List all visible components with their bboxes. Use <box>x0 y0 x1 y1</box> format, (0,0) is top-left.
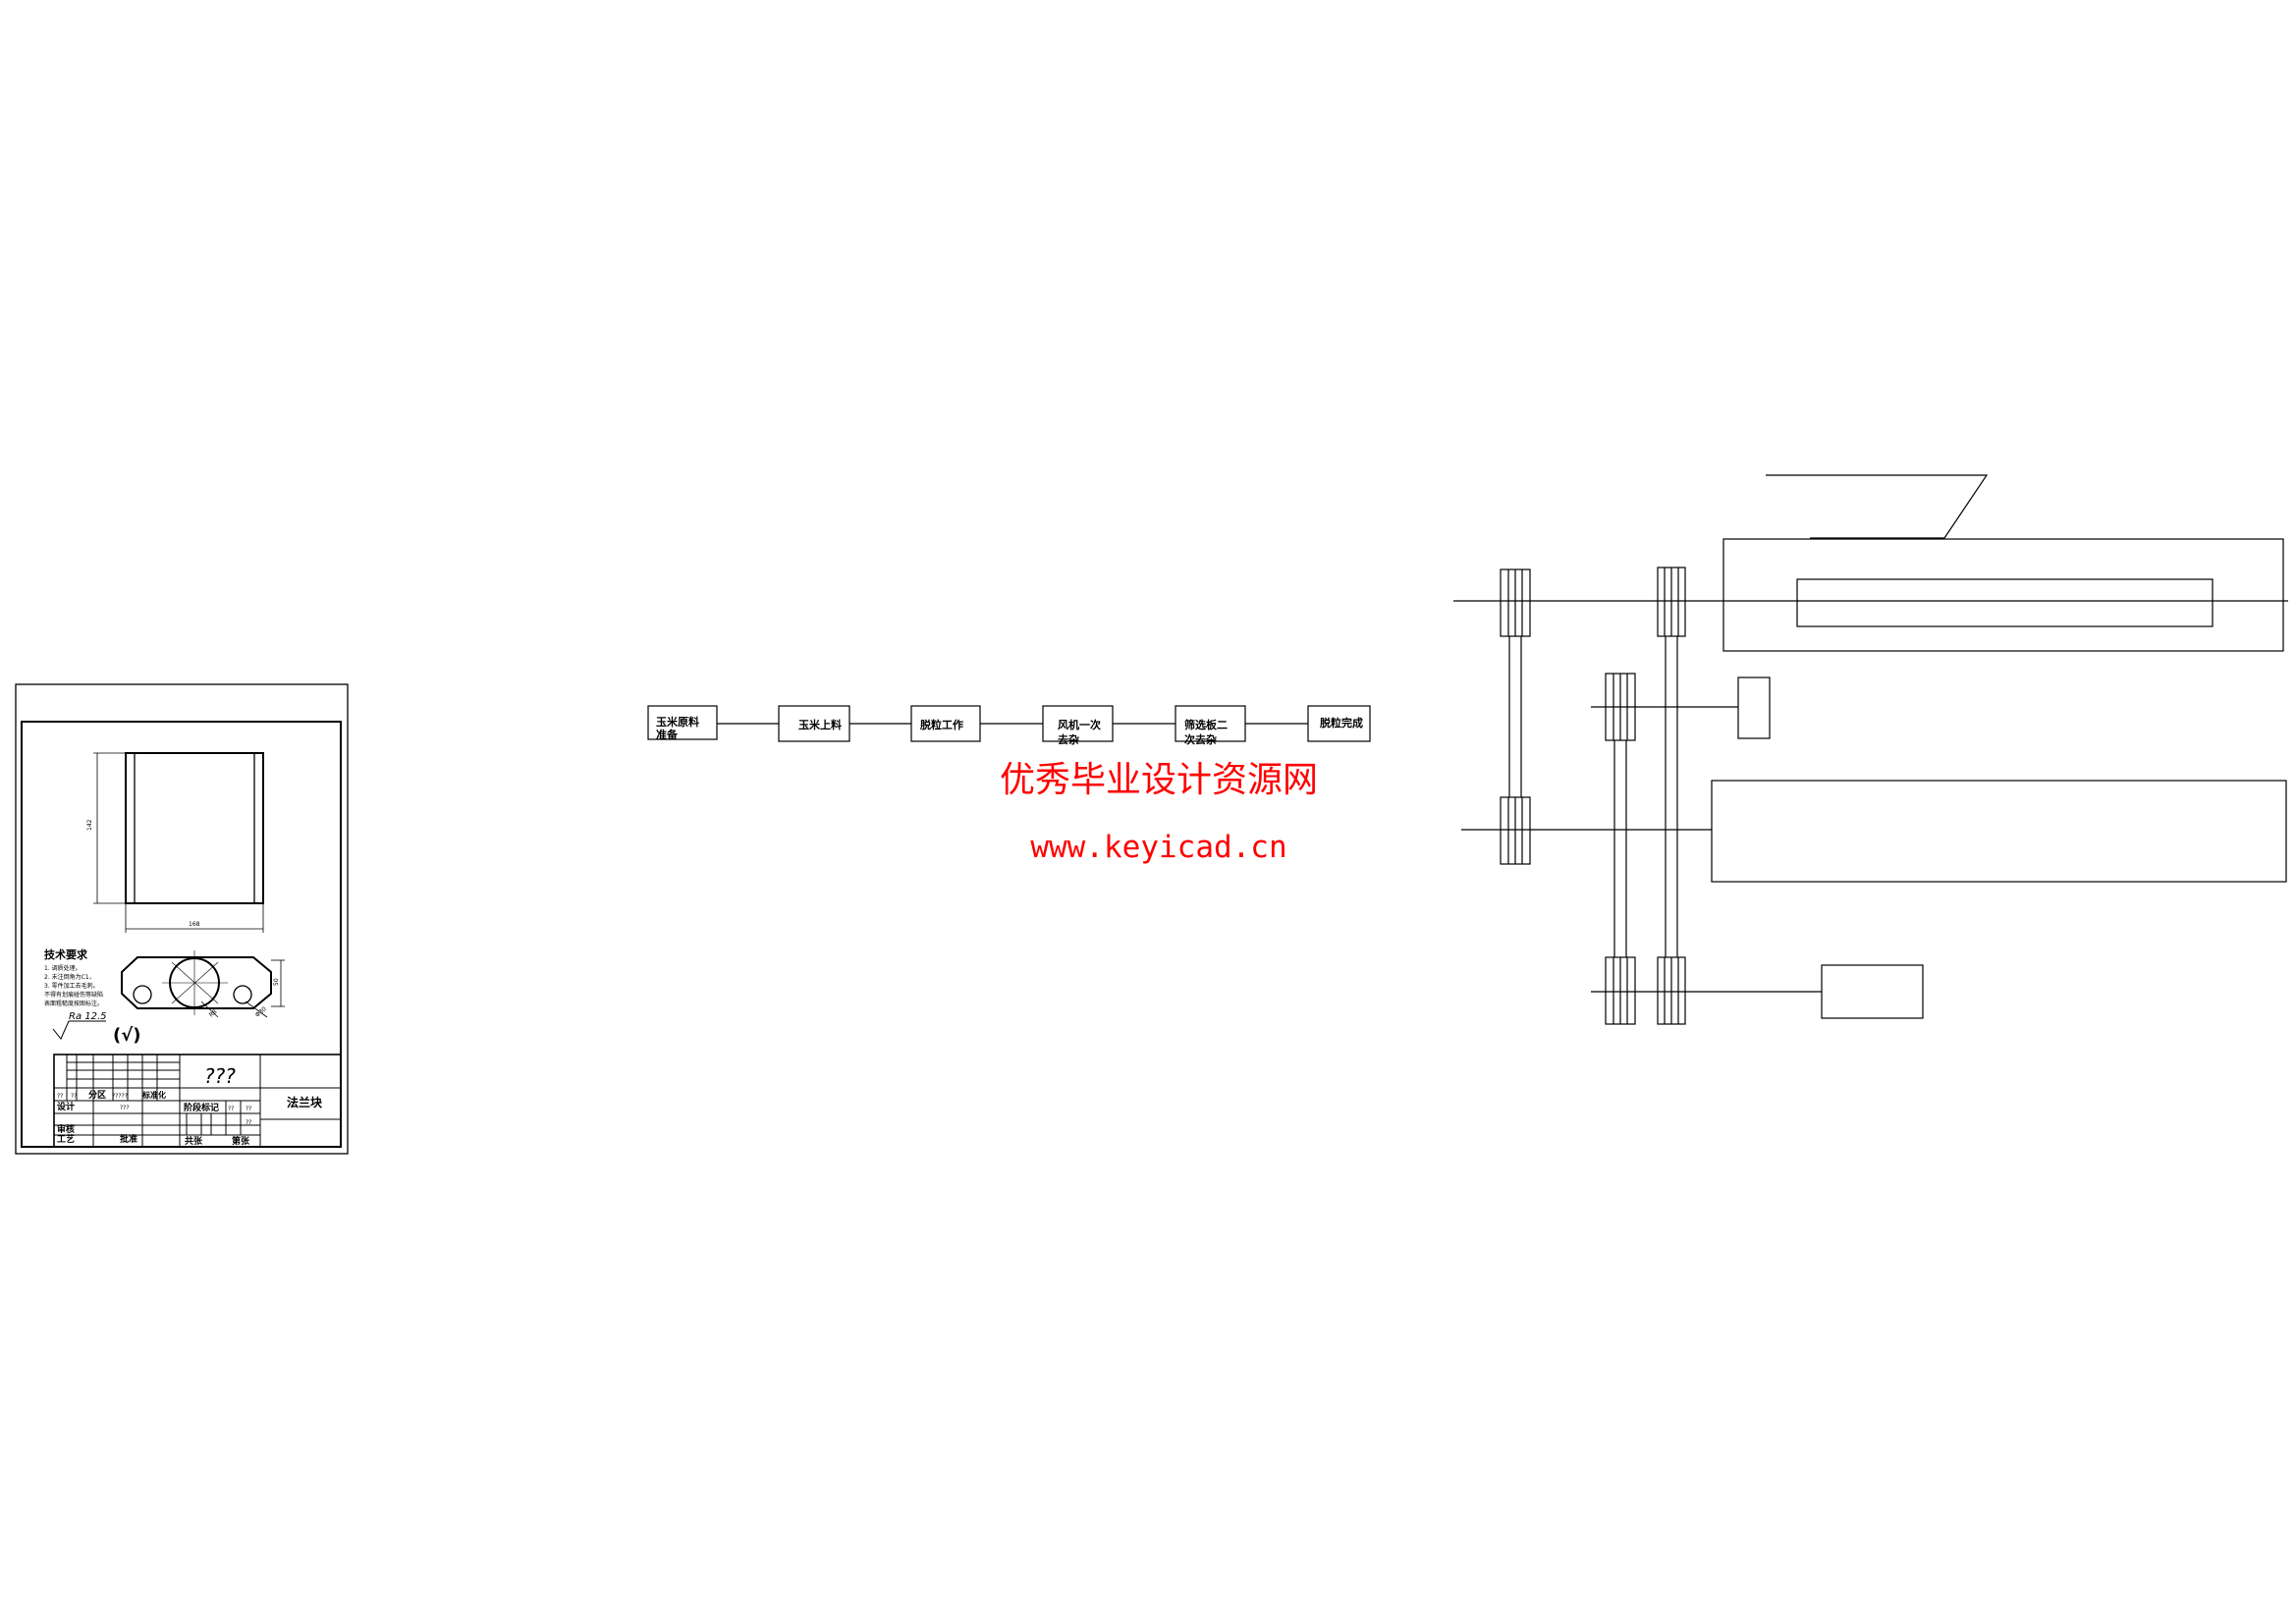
tb-label-std: 标准化 <box>141 1090 166 1100</box>
flow-step-4-line-2: 去杂 <box>1058 732 1079 746</box>
title-block-marks: ??? <box>204 1064 236 1088</box>
tb-small-3: ????? <box>112 1093 128 1100</box>
roughness-value: Ra 12.5 <box>69 1011 107 1022</box>
tech-line-5: 表面粗糙度按图标注。 <box>44 1000 103 1007</box>
pulley <box>1657 567 1686 637</box>
tb-label-design: 设计 <box>57 1101 75 1112</box>
watermark-url[interactable]: www.keyicad.cn <box>1030 830 1287 865</box>
tb-small-1: ?? <box>57 1093 63 1100</box>
title-block <box>53 1054 342 1148</box>
flow-step-5-line-1: 筛选板二 <box>1184 718 1228 731</box>
threshing-housing <box>1722 538 2284 652</box>
dim-radius: R8 <box>208 1008 219 1019</box>
tech-requirements-title: 技术要求 <box>44 947 88 961</box>
tb-small-6: ?? <box>246 1106 251 1112</box>
dim-height: 142 <box>86 819 93 831</box>
tb-label-review: 审核 <box>57 1123 75 1135</box>
pulley <box>1500 796 1531 865</box>
screen-box <box>1711 780 2287 883</box>
tb-label-stage: 阶段标记 <box>184 1102 219 1113</box>
flow-step-6-box <box>1307 705 1371 742</box>
flow-step-6-label: 脱粒完成 <box>1320 716 1363 730</box>
flow-step-4-line-1: 风机一次 <box>1058 718 1101 731</box>
roughness-symbol <box>52 1020 106 1040</box>
flow-step-1-box <box>647 705 718 740</box>
fan-box <box>1737 676 1771 739</box>
flow-step-3-box <box>910 705 981 742</box>
title-block-part-name: 法兰块 <box>287 1095 323 1109</box>
sheet-inner-frame <box>21 721 342 1148</box>
flow-step-1-line-2: 准备 <box>656 728 679 741</box>
roughness-general-symbol: (√) <box>113 1025 140 1046</box>
tech-line-4: 不得有划痕碰伤等缺陷 <box>44 991 103 999</box>
tb-label-zone: 分区 <box>88 1089 106 1101</box>
tech-line-1: 1. 调质处理。 <box>44 964 82 972</box>
tb-small-7: ?? <box>246 1119 251 1126</box>
dim-width: 168 <box>189 921 200 928</box>
sheet-outer-border <box>15 683 349 1155</box>
front-view <box>93 752 264 933</box>
pulley <box>1605 956 1636 1025</box>
flow-step-2-label: 玉米上料 <box>798 718 842 731</box>
transmission-schematic <box>1453 474 2288 1025</box>
flow-step-5-box <box>1175 705 1246 742</box>
tech-line-3: 3. 零件加工去毛刺。 <box>44 982 99 990</box>
tb-label-process: 工艺 <box>57 1133 75 1145</box>
hopper <box>1766 474 1989 539</box>
top-view <box>121 950 285 1018</box>
tb-label-total-sheets: 共张 <box>185 1135 203 1147</box>
pulley <box>1500 568 1531 637</box>
threshing-drum <box>1796 578 2214 627</box>
flow-step-3-label: 脱粒工作 <box>920 718 963 731</box>
watermark-title: 优秀毕业设计资源网 <box>999 760 1318 800</box>
dim-side: 50 <box>273 978 280 986</box>
tb-label-approve: 批准 <box>120 1133 137 1145</box>
tb-label-sheet-no: 第张 <box>232 1135 250 1147</box>
pulley <box>1657 956 1686 1025</box>
motor-box <box>1821 964 1924 1019</box>
flow-step-1-line-1: 玉米原料 <box>656 715 699 729</box>
tech-line-2: 2. 未注倒角为C1， <box>44 973 95 981</box>
process-flow <box>647 705 1371 742</box>
part-drawing-sheet: 142 168 50 R8 Φ30 技术要求 1. 调质处理。 2. 未注倒角为… <box>15 683 349 1155</box>
flow-step-4-box <box>1042 705 1114 742</box>
tb-small-2: ?? <box>71 1093 77 1100</box>
tb-small-5: ?? <box>228 1106 234 1112</box>
flow-step-2-box <box>778 705 850 742</box>
tb-small-4: ??? <box>120 1105 130 1111</box>
flow-step-5-line-2: 次去杂 <box>1184 732 1217 746</box>
pulley <box>1605 673 1636 741</box>
